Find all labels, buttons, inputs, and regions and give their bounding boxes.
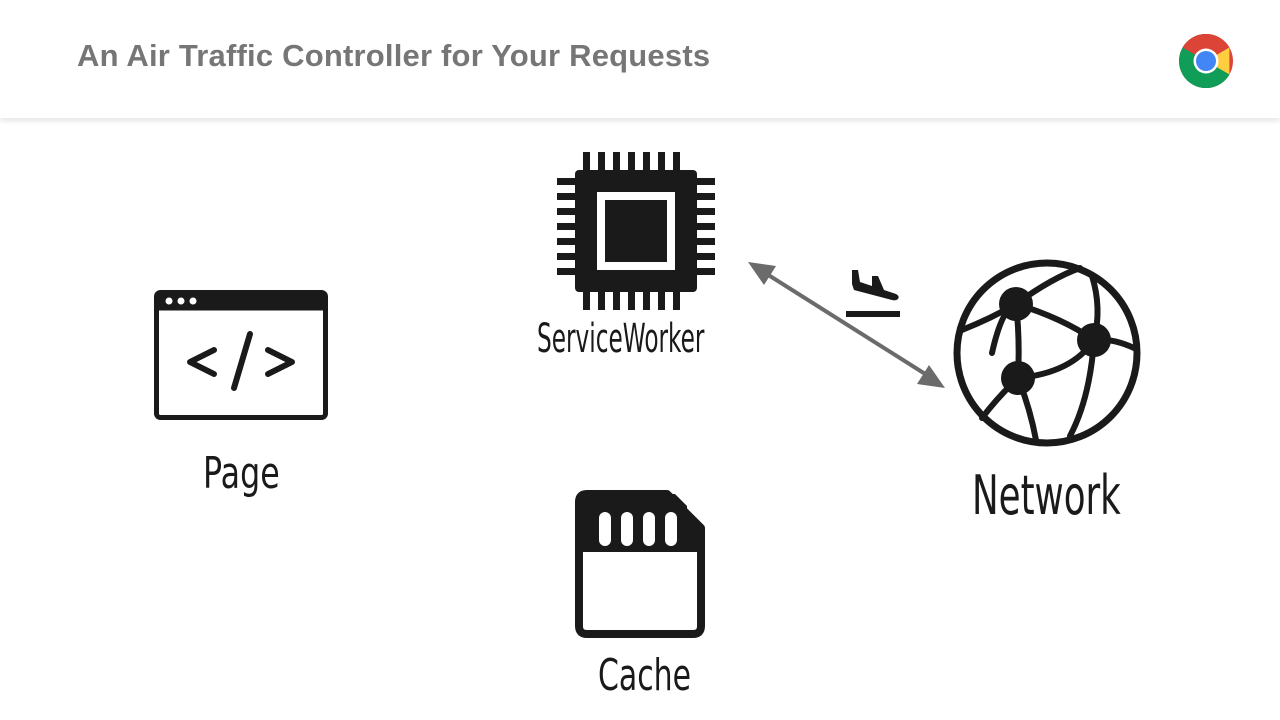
cpu-chip-icon (557, 152, 715, 310)
slide-title: An Air Traffic Controller for Your Reque… (77, 38, 711, 73)
sw-network-arrow (748, 262, 945, 388)
globe-network-icon (953, 259, 1141, 447)
plane-landing-icon (846, 270, 900, 317)
service-worker-label: ServiceWorker (537, 316, 705, 362)
chrome-logo-icon (1179, 34, 1233, 88)
cache-label: Cache (598, 650, 692, 701)
slide-header: An Air Traffic Controller for Your Reque… (0, 0, 1280, 118)
sd-card-icon (575, 490, 705, 638)
network-label: Network (972, 464, 1121, 527)
page-label: Page (203, 448, 280, 499)
browser-code-window-icon (154, 290, 328, 420)
